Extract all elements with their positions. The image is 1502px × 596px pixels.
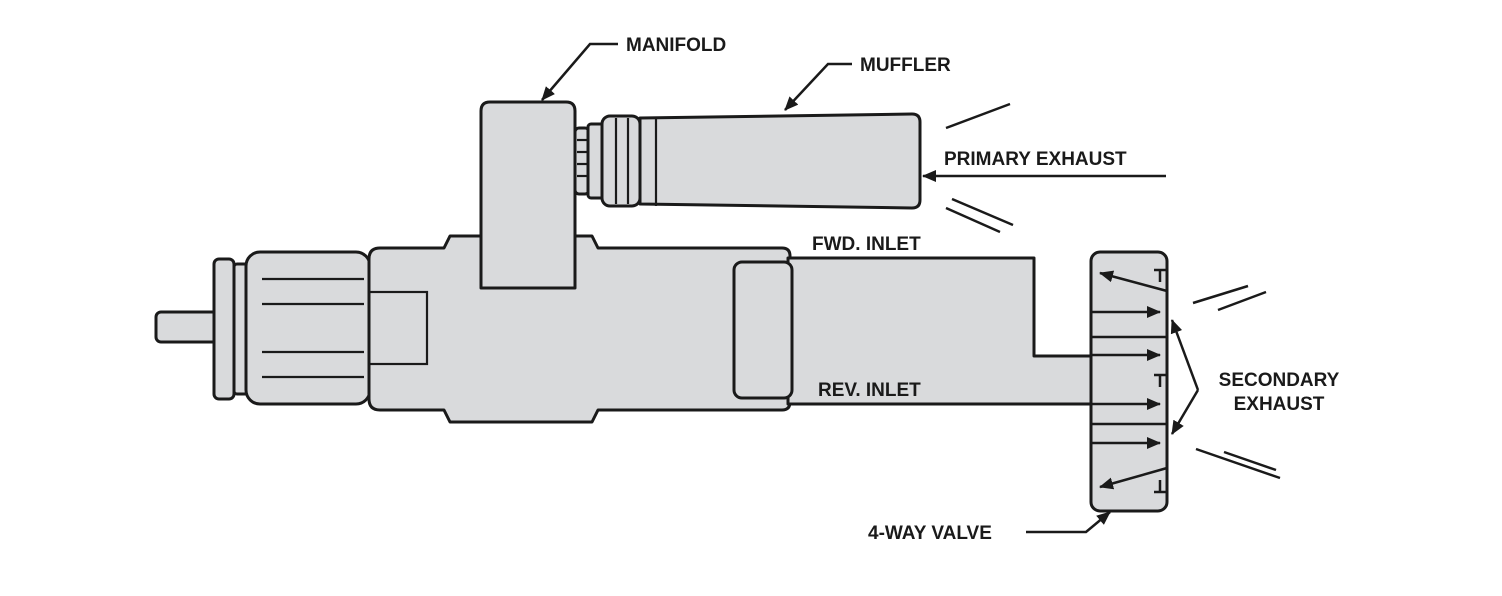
primary-exhaust-label: PRIMARY EXHAUST xyxy=(944,149,1127,170)
motor-housing xyxy=(367,234,792,424)
fwd-inlet-label: FWD. INLET xyxy=(812,234,921,255)
manifold-label: MANIFOLD xyxy=(626,35,726,56)
secondary-exhaust-label-line2: EXHAUST xyxy=(1234,394,1325,415)
inlet-block xyxy=(732,256,1100,406)
four-way-valve-label: 4-WAY VALVE xyxy=(868,523,992,544)
muffler-label: MUFFLER xyxy=(860,55,951,76)
primary-exhaust-lines xyxy=(945,102,1014,234)
leader-lines xyxy=(541,42,1200,534)
front-collar xyxy=(212,257,250,401)
manifold xyxy=(479,100,577,290)
rev-inlet-label: REV. INLET xyxy=(818,380,921,401)
four-way-valve xyxy=(1089,250,1169,513)
output-shaft xyxy=(154,310,220,344)
muffler xyxy=(573,112,922,210)
secondary-exhaust-label-line1: SECONDARY xyxy=(1219,370,1340,391)
gearhead xyxy=(244,250,372,406)
secondary-exhaust-lines xyxy=(1192,284,1281,480)
